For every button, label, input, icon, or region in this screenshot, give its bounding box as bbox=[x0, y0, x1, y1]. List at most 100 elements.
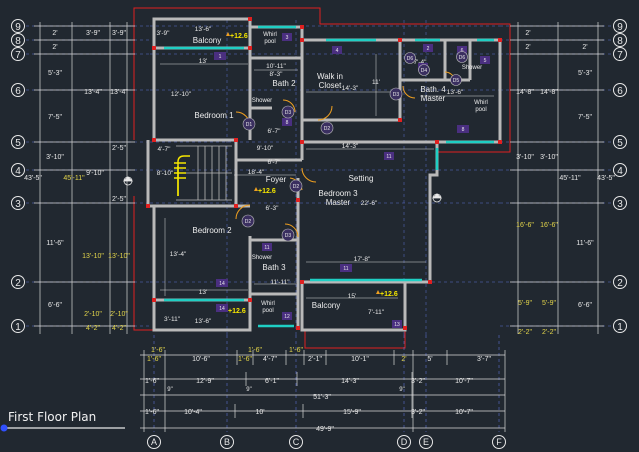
svg-text:D4: D4 bbox=[421, 68, 428, 74]
svg-text:8: 8 bbox=[286, 120, 289, 126]
right-dim-c1-4: 16'-6" bbox=[516, 222, 534, 229]
dim-4-7: 4'-7" bbox=[158, 146, 172, 153]
left-dim-c2-5: 13'-10" bbox=[82, 253, 104, 260]
svg-text:D2: D2 bbox=[293, 184, 300, 190]
property-boundary bbox=[133, 7, 511, 349]
bottom-dim-r2-0: 1'-6" bbox=[145, 378, 159, 385]
grid-label-5-right: 5 bbox=[617, 138, 623, 149]
svg-text:D2: D2 bbox=[245, 219, 252, 225]
dim-13-6-top: 13'-6" bbox=[195, 26, 212, 33]
right-grid-bubbles bbox=[613, 19, 627, 333]
tag-12: 12 bbox=[282, 312, 292, 320]
tag-11a: 11 bbox=[384, 152, 394, 160]
tag-13: 13 bbox=[392, 320, 402, 328]
grid-bubble-7-left bbox=[11, 47, 25, 61]
room-label-shower-3: Shower bbox=[252, 255, 272, 261]
door-tag-d2-a: D2 bbox=[320, 121, 334, 135]
grid-bubble-F bbox=[492, 435, 506, 449]
right-dim-c1-total: 45'-11" bbox=[559, 175, 581, 182]
svg-text:D5: D5 bbox=[453, 78, 460, 84]
bottom-dim-r4-1: 10'-4" bbox=[184, 409, 202, 416]
bottom-dim-lines bbox=[140, 350, 506, 432]
bottom-dim-r2-1: 12'-9" bbox=[196, 378, 214, 385]
tag-14a: 14 bbox=[216, 279, 228, 287]
bottom-dim-r1-8: 3'-7" bbox=[477, 356, 491, 363]
room-label-balcony-top: Balcony bbox=[193, 36, 221, 45]
right-dim-c1-2: 14'-8" bbox=[516, 89, 534, 96]
bottom-grid-bubbles bbox=[147, 435, 506, 449]
door-tag-d1: D1 bbox=[242, 117, 256, 131]
left-dim-c1-0: 2' bbox=[52, 30, 57, 37]
grid-bubble-3-right bbox=[613, 196, 627, 210]
grid-label-B: B bbox=[224, 437, 230, 447]
door-tag-d4: D4 bbox=[418, 64, 430, 76]
dim-7-4: 7'-4" bbox=[414, 59, 428, 66]
left-dim-c2-total: 45'-11" bbox=[63, 175, 85, 182]
bottom-dim-r2-3: 14'-3" bbox=[341, 378, 359, 385]
grid-label-1-right: 1 bbox=[617, 322, 623, 333]
grid-bubble-2-right bbox=[613, 275, 627, 289]
grid-bubble-E bbox=[419, 435, 433, 449]
bottom-grid-lines bbox=[153, 335, 500, 432]
dim-7-11: 7'-11" bbox=[368, 309, 385, 316]
level-marks: +12.6 +12.6 +12.6 +12.6 +12.6 bbox=[228, 33, 398, 315]
bottom-dim-r1-7: 5' bbox=[427, 356, 432, 363]
room-label-bath2: Bath 2 bbox=[272, 79, 296, 88]
grid-label-4-right: 4 bbox=[617, 166, 623, 177]
svg-text:11: 11 bbox=[343, 266, 348, 272]
tag-14b: 14 bbox=[216, 304, 228, 312]
windows bbox=[164, 25, 494, 328]
grid-label-3-right: 3 bbox=[617, 199, 623, 210]
left-dim-texts-c2: 3'-9" 13'-4" 9'-10" 13'-10" 2'-10" 4'-2"… bbox=[63, 30, 104, 332]
left-dim-c3-2b: 2'-5" bbox=[112, 196, 126, 203]
room-label-bedroom1: Bedroom 1 bbox=[194, 111, 234, 120]
svg-text:D3: D3 bbox=[285, 233, 292, 239]
bottom-dim-r1-4: 2'-1" bbox=[308, 356, 322, 363]
door-tag-d3-a: D3 bbox=[281, 105, 295, 119]
svg-text:D3: D3 bbox=[393, 92, 400, 98]
grid-label-E: E bbox=[423, 437, 429, 447]
section-symbols bbox=[123, 176, 442, 203]
dim-3-9: 3'-9" bbox=[157, 30, 171, 37]
tag-1: 1 bbox=[214, 52, 226, 60]
title-marker-dot bbox=[0, 424, 8, 432]
svg-text:5: 5 bbox=[484, 58, 487, 64]
tag-5b: 5 bbox=[480, 56, 490, 64]
left-dim-c1-4: 3'-10" bbox=[46, 154, 64, 161]
left-dim-c3-2: 2'-5" bbox=[112, 145, 126, 152]
bottom-dim-r5-0: 49'-9" bbox=[316, 426, 334, 433]
right-dim-c3-3: 11'-6" bbox=[576, 240, 594, 247]
grid-bubble-4-right bbox=[613, 163, 627, 177]
door-tag-d2-b: D2 bbox=[289, 179, 303, 193]
tag-4: 4 bbox=[332, 46, 342, 54]
wall-corner-markers bbox=[146, 17, 502, 330]
left-dim-lines bbox=[34, 22, 135, 334]
grid-bubble-8-right bbox=[613, 33, 627, 47]
left-dim-texts-c1: 2' 2' 5'-3" 7'-5" 3'-10" 11'-6" 6'-6" 43… bbox=[24, 30, 64, 309]
bottom-dim-r1-1: 10'-6" bbox=[192, 356, 210, 363]
svg-text:13: 13 bbox=[394, 322, 400, 328]
left-dim-c3-0: 3'-9" bbox=[112, 30, 126, 37]
svg-text:D1: D1 bbox=[246, 122, 253, 128]
svg-text:14: 14 bbox=[219, 281, 225, 287]
left-dim-c2-6: 2'-10" bbox=[84, 311, 102, 318]
grid-bubble-5-right bbox=[613, 135, 627, 149]
left-dim-texts-c3: 3'-9" 13'-4" 2'-5" 2'-5" 13'-10" 2'-10" … bbox=[108, 30, 130, 332]
door-tag-d5: D5 bbox=[450, 74, 462, 86]
grid-bubble-3-left bbox=[11, 196, 25, 210]
right-dim-c3-2: 7'-5" bbox=[578, 114, 592, 121]
right-dim-c1-6: 2'-2" bbox=[518, 329, 532, 336]
dim-6-7-a: 6'-7" bbox=[268, 128, 282, 135]
grid-label-2-right: 2 bbox=[617, 278, 623, 289]
left-dim-c3-5: 4'-2" bbox=[112, 325, 126, 332]
bottom-dim-r2-5: 10'-7" bbox=[455, 378, 473, 385]
room-label-balcony-bottom: Balcony bbox=[312, 301, 340, 310]
svg-text:D2: D2 bbox=[324, 126, 331, 132]
bottom-dim-r1-top-0: 1'-6" bbox=[151, 347, 165, 354]
dim-22-6: 22'-6" bbox=[361, 200, 378, 207]
dim-10-11: 10'-11" bbox=[266, 63, 286, 70]
right-dim-c2-4: 2'-2" bbox=[542, 329, 556, 336]
tag-8b: 8 bbox=[282, 118, 292, 126]
